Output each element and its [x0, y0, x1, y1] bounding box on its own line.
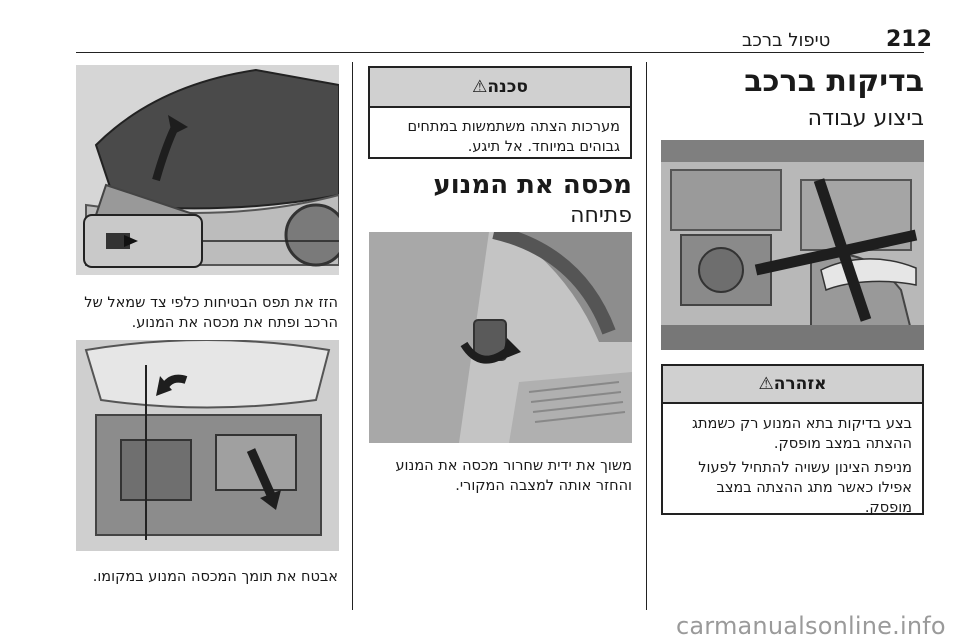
heading-hood: מכסה את המנוע: [433, 170, 632, 200]
warning-icon: ⚠: [758, 374, 774, 394]
subheading-performing-work: ביצוע עבודה: [807, 106, 924, 131]
column-separator-right: [646, 62, 647, 610]
page-number: 212: [886, 27, 932, 52]
warning-text: בצע בדיקות בתא המנוע רק כשמתג ההצתה במצב…: [663, 404, 922, 518]
release-lever-photo: [369, 232, 632, 443]
warning-box: ⚠אזהרה בצע בדיקות בתא המנוע רק כשמתג ההצ…: [661, 364, 924, 518]
caution-header: ⚠סכנה: [370, 68, 630, 108]
subheading-opening: פתיחה: [570, 203, 632, 228]
caption-line: והחזר אותה למצבה המקורי.: [455, 478, 632, 494]
section-title: טיפול ברכב: [742, 30, 831, 51]
engine-bay-illustration: [661, 140, 924, 350]
heading-checks: בדיקות ברכב: [744, 64, 924, 99]
safety-catch-illustration: [76, 65, 339, 275]
engine-bay-photo: [661, 140, 924, 350]
caption-line: הרכב ופתח את מכסה את המנוע.: [131, 315, 338, 331]
warning-line: ההצתה במצב מופסק.: [773, 436, 912, 452]
hood-support-illustration: [76, 340, 339, 551]
safety-catch-caption: הזז את תפס הבטיחות כלפי צד שמאל של הרכב …: [74, 293, 338, 333]
safety-catch-photo: [76, 65, 339, 275]
caption-line: משוך את ידית שחרור מכסה את המנוע: [395, 458, 632, 474]
caution-box: ⚠סכנה מערכות הצתה משתמשות במתחים גבוהים …: [368, 66, 632, 159]
warning-line: אפילו כאשר מתג ההצתה במצב: [716, 480, 912, 496]
warning-line: מופסק.: [864, 500, 912, 516]
column-separator-left: [352, 62, 353, 610]
warning-line: מניפת הצינון עשויה להתחיל לפעול: [698, 460, 912, 476]
caution-title: סכנה: [487, 77, 528, 97]
warning-header: ⚠אזהרה: [663, 366, 922, 404]
warning-title: אזהרה: [773, 374, 827, 394]
watermark: carmanualsonline.info: [676, 612, 946, 640]
hood-support-photo: [76, 340, 339, 551]
caution-text: מערכות הצתה משתמשות במתחים גבוהים במיוחד…: [370, 108, 630, 157]
caution-line: גבוהים במיוחד. אל תיגע.: [467, 139, 620, 155]
release-caption: משוך את ידית שחרור מכסה את המנוע והחזר א…: [368, 456, 632, 496]
hood-support-caption: אבטח את תומך המכסה המנוע במקומו.: [92, 569, 338, 585]
caution-icon: ⚠: [472, 77, 488, 97]
header-rule: [76, 52, 924, 53]
caption-line: הזז את תפס הבטיחות כלפי צד שמאל של: [84, 295, 338, 311]
release-lever-illustration: [369, 232, 632, 443]
caution-line: מערכות הצתה משתמשות במתחים: [407, 119, 620, 135]
warning-line: בצע בדיקות בתא המנוע רק כשמתג: [692, 416, 912, 432]
